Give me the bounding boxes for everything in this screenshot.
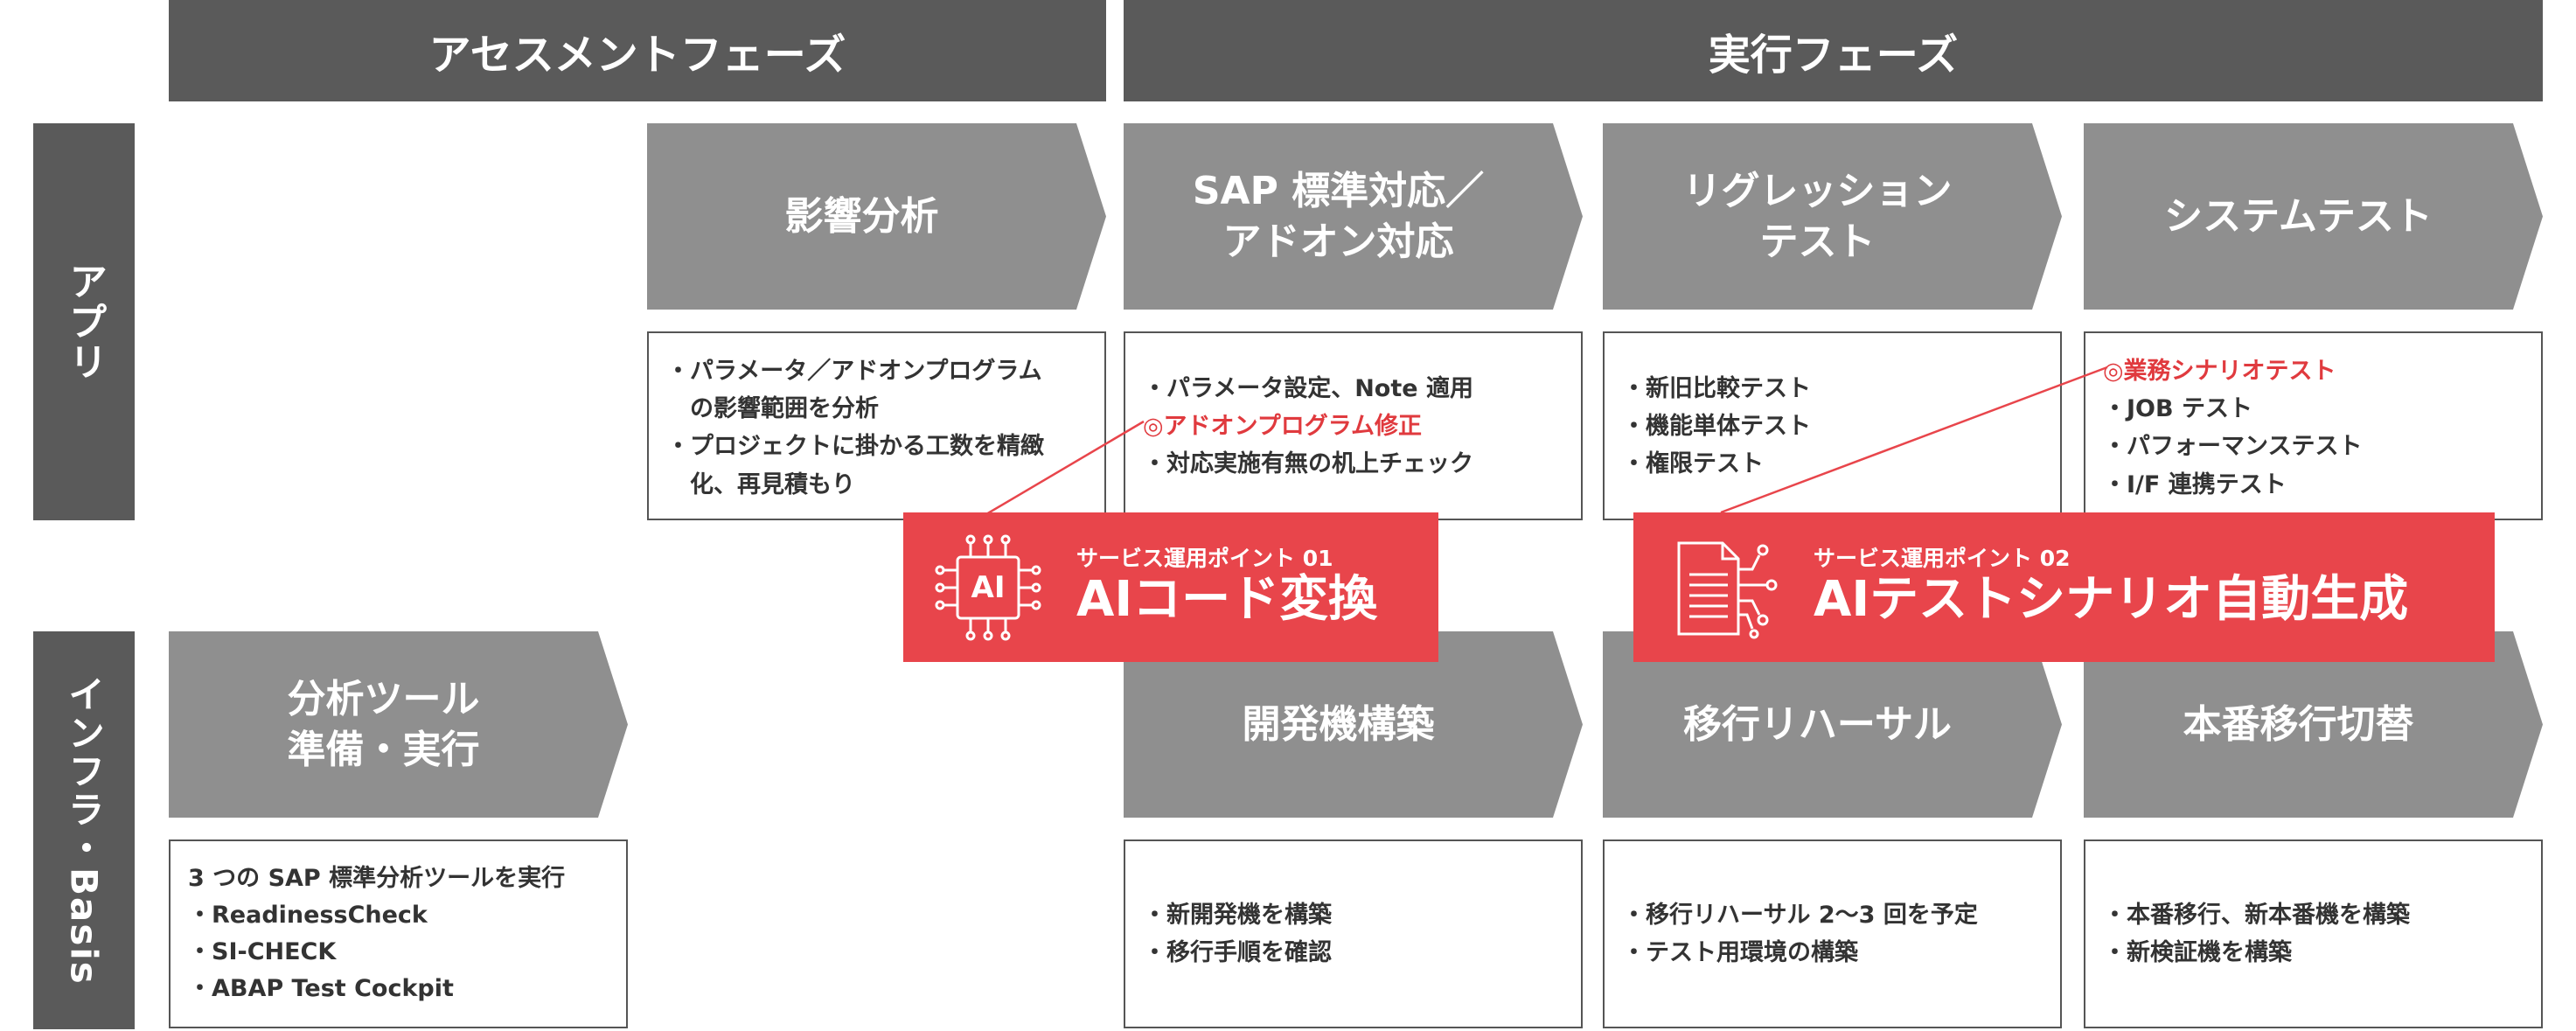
- callout-kicker: サービス運用ポイント 01: [1076, 546, 1333, 572]
- detail-item: ・JOB テスト: [2103, 395, 2252, 423]
- callout-ai-test-scenario: サービス運用ポイント 02 AIテストシナリオ自動生成: [1633, 512, 2495, 662]
- detail-item: ・SI-CHECK: [188, 938, 337, 965]
- assessment-phase-header: アセスメントフェーズ: [169, 0, 1106, 101]
- execution-phase-header: 実行フェーズ: [1124, 0, 2543, 101]
- detail-regression-test: ・新旧比較テスト ・機能単体テスト ・権限テスト: [1603, 331, 2062, 520]
- step-migration-rehearsal: 移行リハーサル: [1603, 631, 2062, 818]
- detail-item: ・新検証機を構築: [2103, 939, 2292, 966]
- detail-item: ・機能単体テスト: [1622, 413, 1811, 441]
- detail-item-highlight: ◎業務シナリオテスト: [2103, 358, 2336, 385]
- step-dev-machine: 開発機構築: [1124, 631, 1583, 818]
- detail-item: ・移行手順を確認: [1143, 939, 1332, 966]
- detail-item: ・I/F 連携テスト: [2103, 470, 2287, 498]
- step-system-test: システムテスト: [2084, 123, 2543, 310]
- detail-item-highlight: ◎アドオンプログラム修正: [1143, 413, 1422, 441]
- detail-item: ・パラメータ設定、Note 適用: [1143, 375, 1473, 402]
- step-sap-addon: SAP 標準対応／ アドオン対応: [1124, 123, 1583, 310]
- detail-sap-addon: ・パラメータ設定、Note 適用 ◎アドオンプログラム修正 ・対応実施有無の机上…: [1124, 331, 1583, 520]
- row-label-app: アプリ: [33, 123, 135, 520]
- detail-impact-analysis: ・パラメータ／アドオンプログラム の影響範囲を分析 ・プロジェクトに掛かる工数を…: [647, 331, 1106, 520]
- ai-chip-label: AI: [971, 569, 1006, 605]
- document-circuit-icon: [1668, 531, 1782, 644]
- ai-chip-icon: AI: [931, 531, 1045, 644]
- detail-item: ・権限テスト: [1622, 450, 1764, 478]
- step-production-cutover: 本番移行切替: [2084, 631, 2543, 818]
- detail-item: ・ReadinessCheck: [188, 902, 428, 930]
- detail-item: ・新旧比較テスト: [1622, 375, 1811, 402]
- detail-system-test: ◎業務シナリオテスト ・JOB テスト ・パフォーマンステスト ・I/F 連携テ…: [2084, 331, 2543, 520]
- row-label-infra: インフラ・Basis: [33, 631, 135, 1029]
- callout-kicker: サービス運用ポイント 02: [1814, 546, 2071, 572]
- detail-dev-machine: ・新開発機を構築 ・移行手順を確認: [1124, 839, 1583, 1028]
- detail-analysis-tools: 3 つの SAP 標準分析ツールを実行 ・ReadinessCheck ・SI-…: [169, 839, 628, 1028]
- detail-item: ・新開発機を構築: [1143, 901, 1332, 929]
- detail-item: ・パフォーマンステスト: [2103, 433, 2363, 461]
- detail-item: 3 つの SAP 標準分析ツールを実行: [188, 865, 566, 893]
- callout-title: AIコード変換: [1076, 571, 1378, 629]
- detail-item: ・プロジェクトに掛かる工数を精緻 化、再見積もり: [666, 433, 1044, 498]
- callout-ai-code-conversion: AI サービス運用ポイント 01 AIコード変換: [903, 512, 1438, 662]
- detail-item: ・パラメータ／アドオンプログラム の影響範囲を分析: [666, 358, 1042, 423]
- detail-item: ・テスト用環境の構築: [1622, 939, 1858, 966]
- detail-item: ・対応実施有無の机上チェック: [1143, 450, 1473, 478]
- step-regression-test: リグレッション テスト: [1603, 123, 2062, 310]
- step-analysis-tools: 分析ツール 準備・実行: [169, 631, 628, 818]
- detail-item: ・ABAP Test Cockpit: [188, 974, 454, 1002]
- step-impact-analysis: 影響分析: [647, 123, 1106, 310]
- detail-production-cutover: ・本番移行、新本番機を構築 ・新検証機を構築: [2084, 839, 2543, 1028]
- detail-item: ・移行リハーサル 2〜3 回を予定: [1622, 901, 1978, 929]
- callout-title: AIテストシナリオ自動生成: [1814, 571, 2409, 629]
- detail-migration-rehearsal: ・移行リハーサル 2〜3 回を予定 ・テスト用環境の構築: [1603, 839, 2062, 1028]
- detail-item: ・本番移行、新本番機を構築: [2103, 901, 2410, 929]
